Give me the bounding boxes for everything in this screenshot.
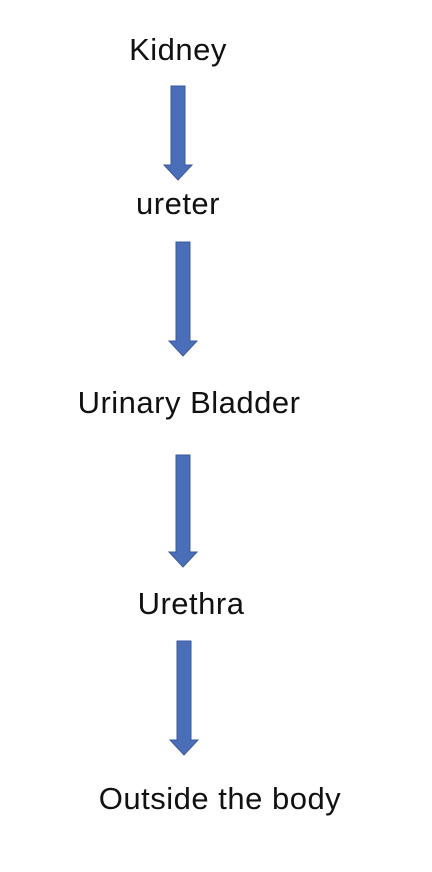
step-outside-the-body: Outside the body [98,781,342,816]
step-urethra: Urethra [137,586,245,621]
arrow-urethra-to-outside-icon [168,640,200,756]
arrow-kidney-to-ureter-icon [162,85,194,181]
arrow-ureter-to-bladder-icon [167,241,199,357]
step-kidney: Kidney [129,32,227,67]
step-ureter: ureter [136,186,220,221]
arrow-bladder-to-urethra-icon [167,454,199,568]
step-urinary-bladder: Urinary Bladder [77,385,301,420]
